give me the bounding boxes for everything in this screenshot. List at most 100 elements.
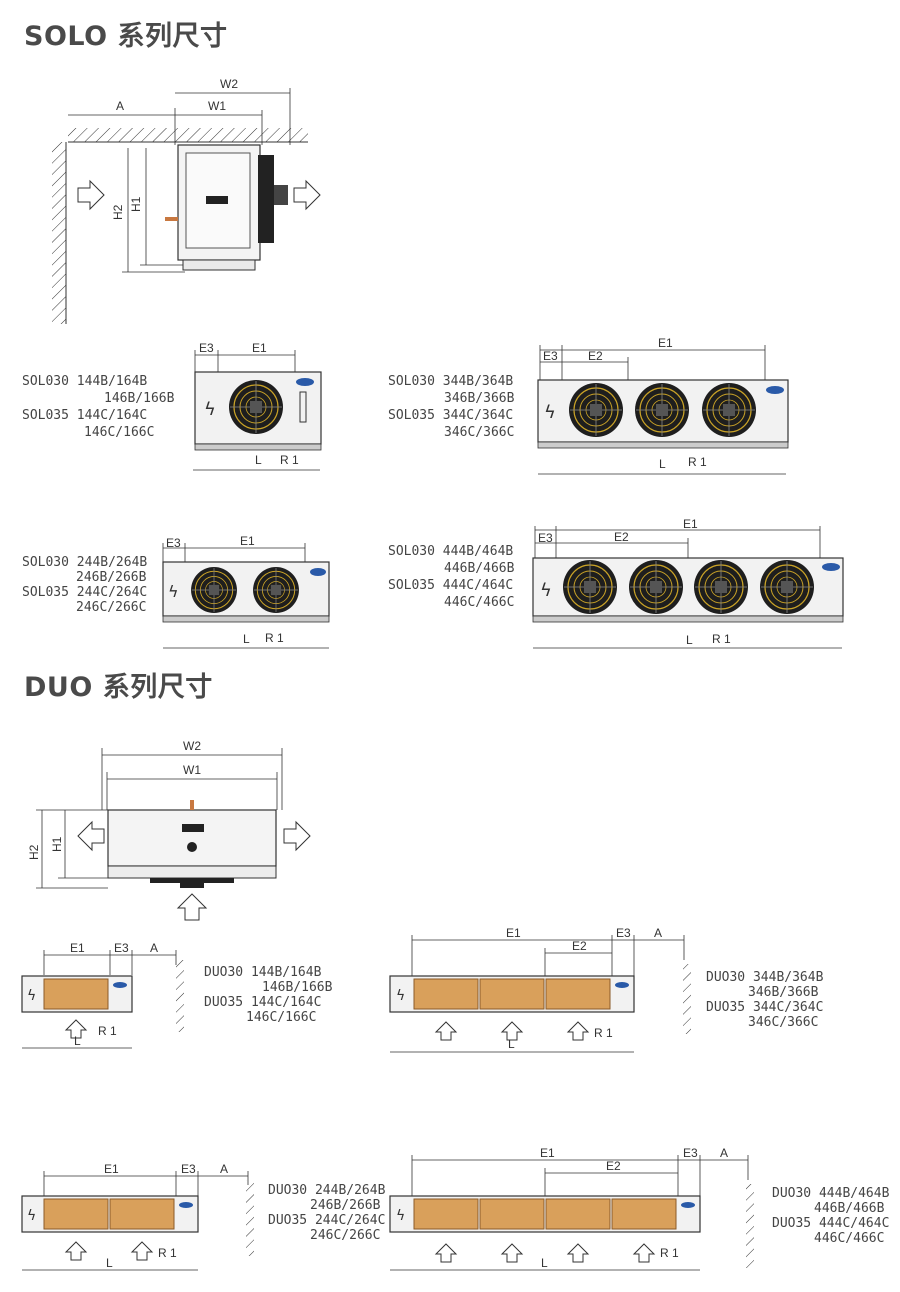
solo-unit-3: E3 E1 ϟ L R 1 SOL030 244B/264B 246B/266B…	[22, 534, 330, 649]
duo-u1-model-3: 146C/166C	[246, 1010, 316, 1025]
solo-u2-e2: E2	[588, 349, 603, 363]
duo-dim-w1: W1	[183, 763, 201, 777]
duo-u2-e1: E1	[506, 926, 521, 940]
duo-u3-model-0: DUO30 244B/264B	[268, 1183, 386, 1198]
solo-u3-e3: E3	[166, 536, 181, 550]
svg-text:ϟ: ϟ	[168, 582, 179, 601]
solo-u4-e3: E3	[538, 531, 553, 545]
solo-u3-model-3: 246C/266C	[76, 600, 146, 615]
solo-u2-e1: E1	[658, 336, 673, 350]
duo-u4-a: A	[720, 1146, 728, 1160]
solo-u4-model-2: SOL035 444C/464C	[388, 578, 513, 593]
solo-u2-l: L	[659, 457, 666, 471]
duo-unit-3: E1 E3 A ϟ L R 1 DUO30 244B/264B 246B/266…	[21, 1162, 386, 1271]
solo-u4-model-1: 446B/466B	[444, 561, 515, 576]
solo-dim-h1: H1	[129, 196, 143, 212]
duo-u1-r1: R 1	[98, 1024, 117, 1038]
duo-u2-model-1: 346B/366B	[748, 985, 819, 1000]
solo-u2-e3: E3	[543, 349, 558, 363]
duo-u4-model-3: 446C/466C	[814, 1231, 884, 1246]
solo-u1-r1: R 1	[280, 453, 299, 467]
duo-u4-e1: E1	[540, 1146, 555, 1160]
svg-text:ϟ: ϟ	[204, 399, 216, 420]
duo-u2-model-3: 346C/366C	[748, 1015, 818, 1030]
duo-u4-e2: E2	[606, 1159, 621, 1173]
solo-section-title: SOLO 系列尺寸	[24, 21, 228, 52]
duo-u4-model-1: 446B/466B	[814, 1201, 885, 1216]
solo-u4-model-0: SOL030 444B/464B	[388, 544, 513, 559]
solo-unit-2: E3 E2 E1 ϟ L R 1 SOL030 344B/364B 346B/3…	[388, 336, 789, 475]
solo-dim-a: A	[116, 99, 124, 113]
duo-dim-h2: H2	[27, 844, 41, 860]
solo-side-view: A W2 W1 H2 H1	[52, 77, 321, 324]
solo-u3-model-1: 246B/266B	[76, 570, 147, 585]
solo-dim-h2: H2	[111, 204, 125, 220]
duo-u1-e3: E3	[114, 941, 129, 955]
duo-u3-e1: E1	[104, 1162, 119, 1176]
duo-u3-r1: R 1	[158, 1246, 177, 1260]
solo-dim-w2: W2	[220, 77, 238, 91]
duo-u1-a: A	[150, 941, 158, 955]
duo-u3-e3: E3	[181, 1162, 196, 1176]
solo-dim-w1: W1	[208, 99, 226, 113]
svg-text:ϟ: ϟ	[540, 580, 552, 601]
solo-unit-4: E3 E2 E1 ϟ L R 1 SOL030 444B/464B 446B/4…	[388, 517, 844, 649]
duo-u2-r1: R 1	[594, 1026, 613, 1040]
solo-unit-1: E3 E1 ϟ L R 1 SOL030 144B/164B 146B/166B…	[22, 341, 322, 471]
duo-u3-l: L	[106, 1256, 113, 1270]
solo-u4-model-3: 446C/466C	[444, 595, 514, 610]
solo-u3-model-2: SOL035 244C/264C	[22, 585, 147, 600]
duo-u2-model-2: DUO35 344C/364C	[706, 1000, 823, 1015]
duo-u2-l: L	[508, 1037, 515, 1051]
solo-u2-model-2: SOL035 344C/364C	[388, 408, 513, 423]
svg-text:ϟ: ϟ	[396, 1208, 405, 1224]
duo-dim-h1: H1	[50, 836, 64, 852]
solo-u3-model-0: SOL030 244B/264B	[22, 555, 147, 570]
solo-u1-model-0: SOL030 144B/164B	[22, 374, 147, 389]
duo-u4-model-0: DUO30 444B/464B	[772, 1186, 890, 1201]
duo-u3-model-1: 246B/266B	[310, 1198, 381, 1213]
duo-u2-e3: E3	[616, 926, 631, 940]
svg-text:ϟ: ϟ	[544, 402, 556, 423]
solo-u4-e2: E2	[614, 530, 629, 544]
solo-u1-model-3: 146C/166C	[84, 425, 154, 440]
solo-u2-model-3: 346C/366C	[444, 425, 514, 440]
duo-u3-model-2: DUO35 244C/264C	[268, 1213, 385, 1228]
duo-unit-4: E1 E2 E3 A ϟ L R 1 DUO30 444B/464B 446B/…	[389, 1146, 890, 1271]
duo-u1-e1: E1	[70, 941, 85, 955]
duo-u1-model-2: DUO35 144C/164C	[204, 995, 321, 1010]
solo-u2-r1: R 1	[688, 455, 707, 469]
duo-u2-e2: E2	[572, 939, 587, 953]
duo-u4-e3: E3	[683, 1146, 698, 1160]
solo-u4-r1: R 1	[712, 632, 731, 646]
duo-u4-r1: R 1	[660, 1246, 679, 1260]
solo-u3-l: L	[243, 632, 250, 646]
duo-side-view: W2 W1 H2 H1	[27, 739, 311, 921]
duo-unit-2: E1 E2 E3 A ϟ L R 1 DUO30 344B/364B 346B/…	[389, 926, 824, 1053]
duo-u4-l: L	[541, 1256, 548, 1270]
solo-u4-e1: E1	[683, 517, 698, 531]
duo-section-title: DUO 系列尺寸	[24, 672, 213, 703]
solo-u4-l: L	[686, 633, 693, 647]
duo-u2-a: A	[654, 926, 662, 940]
duo-u3-a: A	[220, 1162, 228, 1176]
solo-u2-model-0: SOL030 344B/364B	[388, 374, 513, 389]
solo-u1-e1: E1	[252, 341, 267, 355]
duo-dim-w2: W2	[183, 739, 201, 753]
solo-u1-l: L	[255, 453, 262, 467]
solo-u2-model-1: 346B/366B	[444, 391, 515, 406]
duo-u3-model-3: 246C/266C	[310, 1228, 380, 1243]
duo-u1-model-0: DUO30 144B/164B	[204, 965, 322, 980]
duo-u1-model-1: 146B/166B	[262, 980, 333, 995]
solo-u3-r1: R 1	[265, 631, 284, 645]
duo-unit-1: E1 E3 A ϟ L R 1 DUO30 144B/164B 146B/166…	[21, 941, 333, 1049]
svg-text:ϟ: ϟ	[27, 1208, 36, 1224]
svg-text:ϟ: ϟ	[27, 988, 36, 1004]
duo-u1-l: L	[74, 1034, 81, 1048]
svg-text:ϟ: ϟ	[396, 988, 405, 1004]
solo-u1-model-2: SOL035 144C/164C	[22, 408, 147, 423]
duo-u4-model-2: DUO35 444C/464C	[772, 1216, 889, 1231]
solo-u3-e1: E1	[240, 534, 255, 548]
solo-u1-e3: E3	[199, 341, 214, 355]
